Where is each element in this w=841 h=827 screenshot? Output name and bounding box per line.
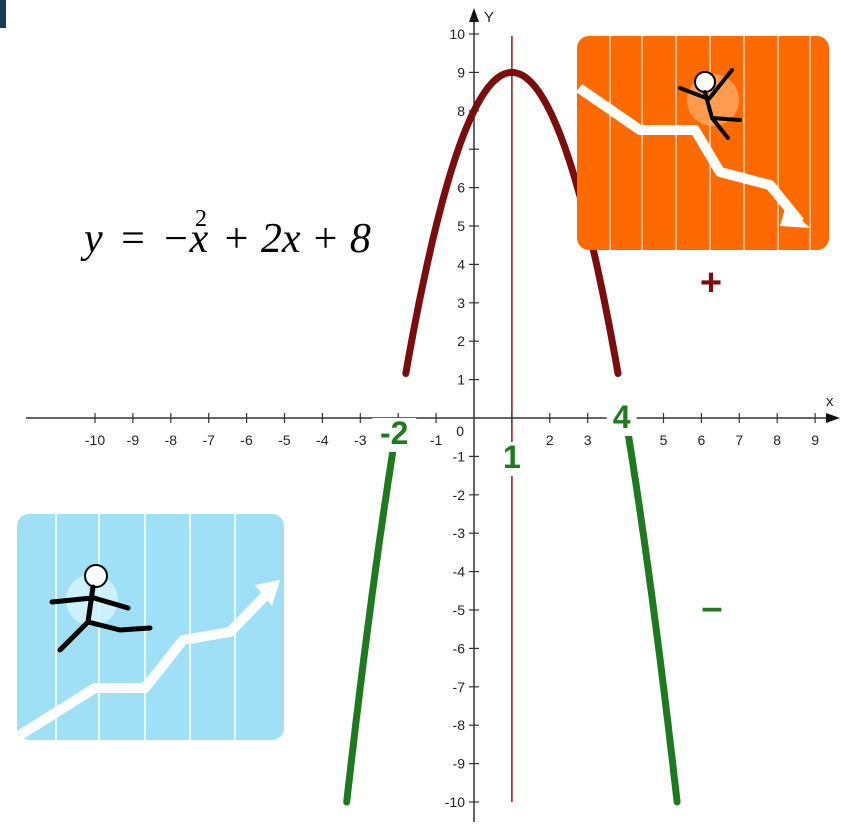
x-tick-label: -8	[165, 432, 178, 448]
x-tick-label: -1	[430, 432, 443, 448]
equation-lhs: y	[80, 216, 103, 262]
y-tick-label: -2	[453, 487, 466, 503]
y-tick-label: 5	[457, 218, 465, 234]
parabola-negative-left-segment	[343, 428, 400, 806]
x-axis-label: x	[826, 393, 834, 410]
y-tick-label: 6	[457, 180, 465, 196]
y-tick-label: -3	[453, 525, 466, 541]
equation-exponent: 2	[195, 206, 207, 232]
x-tick-label: 8	[773, 432, 781, 448]
tick-marks	[94, 33, 816, 803]
y-tick-label: -10	[445, 794, 465, 810]
tick-labels: -10-9-8-7-6-5-4-3-123567891001234568910-…	[85, 26, 819, 810]
equation: y = −x 2 + 2x + 8	[80, 206, 371, 262]
y-tick-label: -4	[453, 564, 466, 580]
falling-person-down-trend-icon	[576, 36, 829, 250]
positive-sign: +	[700, 262, 722, 304]
x-tick-label: -9	[127, 432, 140, 448]
parabola-negative-right-segment	[624, 428, 681, 806]
y-tick-label: -6	[453, 640, 466, 656]
svg-text:y = −x: y = −x	[80, 216, 209, 262]
y-axis-label: Y	[484, 9, 494, 26]
y-tick-label: 10	[449, 26, 465, 42]
y-axis-arrow	[469, 8, 479, 22]
y-tick-label: 3	[457, 295, 465, 311]
y-tick-label: 1	[457, 372, 465, 388]
root-left-label: -2	[380, 415, 408, 451]
y-tick-label: -7	[453, 679, 466, 695]
equation-term1: −x	[161, 216, 208, 262]
x-tick-label: 3	[584, 432, 592, 448]
x-tick-label: -4	[316, 432, 329, 448]
y-tick-label: -1	[453, 448, 466, 464]
x-tick-label: -6	[240, 432, 253, 448]
corner-mark	[0, 0, 6, 28]
x-tick-label: -5	[278, 432, 291, 448]
vertex-backing	[498, 442, 525, 476]
y-tick-label: 2	[457, 333, 465, 349]
x-tick-label: -3	[354, 432, 367, 448]
x-tick-label: 7	[735, 432, 743, 448]
equation-rest: + 2x + 8	[222, 216, 371, 262]
y-tick-label: 9	[457, 64, 465, 80]
x-tick-label: 5	[660, 432, 668, 448]
x-tick-label: 6	[698, 432, 706, 448]
root-right-backing	[606, 402, 637, 436]
origin-label: 0	[456, 423, 464, 439]
y-tick-label: 4	[457, 256, 465, 272]
y-tick-label: -8	[453, 717, 466, 733]
y-tick-label: -9	[453, 756, 466, 772]
running-person-up-trend-icon	[17, 514, 284, 740]
x-tick-label: -10	[85, 432, 105, 448]
equation-equals: =	[121, 216, 145, 262]
root-left-backing	[372, 418, 417, 452]
y-tick-label: 8	[457, 103, 465, 119]
root-right-label: 4	[613, 399, 631, 435]
x-tick-label: 2	[546, 432, 554, 448]
vertex-x-label: 1	[503, 439, 521, 475]
y-tick-label: -5	[453, 602, 466, 618]
x-axis-arrow	[826, 413, 840, 423]
x-tick-label: 9	[811, 432, 819, 448]
negative-sign: –	[701, 587, 722, 629]
x-tick-label: -7	[202, 432, 215, 448]
